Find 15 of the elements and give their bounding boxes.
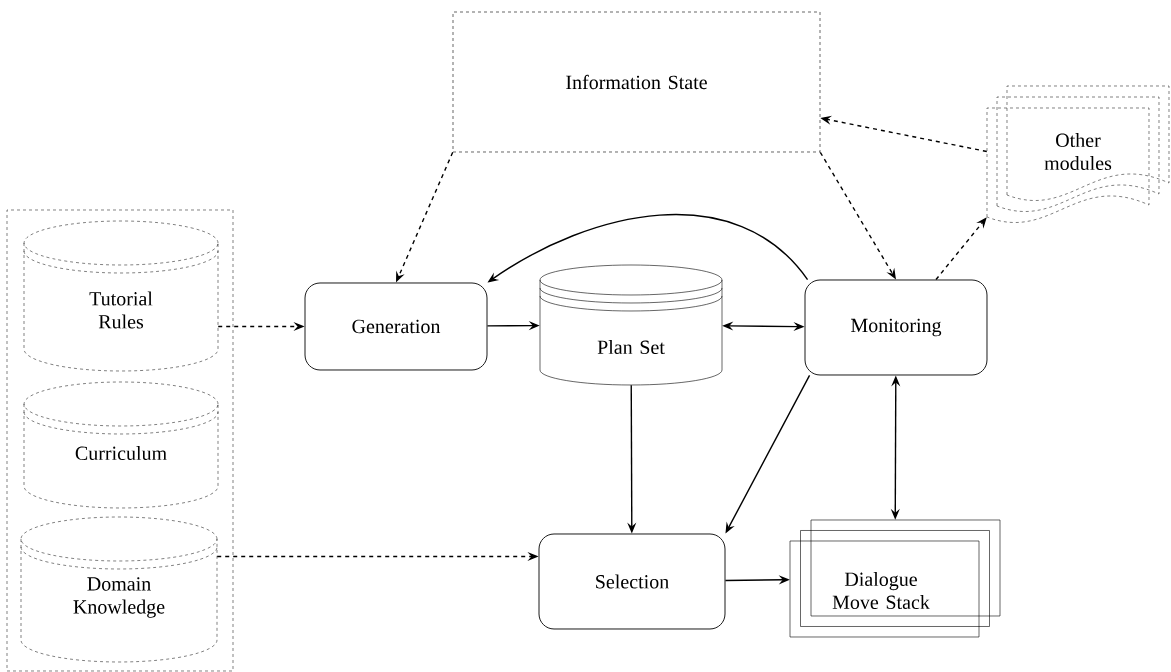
database-cylinder: Curriculum [23, 381, 219, 509]
database-cylinder: Plan Set [539, 264, 723, 386]
database-cylinder: Tutorial Rules [23, 220, 219, 372]
node-label: Domain Knowledge [73, 577, 165, 618]
process-box: Monitoring [804, 279, 988, 376]
state-box: Information State [452, 11, 821, 153]
process-box: Generation [304, 282, 488, 371]
page-stack: Dialogue Move Stack [789, 519, 1001, 638]
arrow [935, 217, 987, 281]
process-box: Selection [538, 533, 726, 630]
database-cylinder: Domain Knowledge [20, 516, 218, 663]
node-label: Curriculum [75, 445, 167, 461]
group-frame [6, 209, 234, 672]
node-label: Plan Set [597, 339, 665, 355]
node-label: Tutorial Rules [89, 291, 153, 329]
